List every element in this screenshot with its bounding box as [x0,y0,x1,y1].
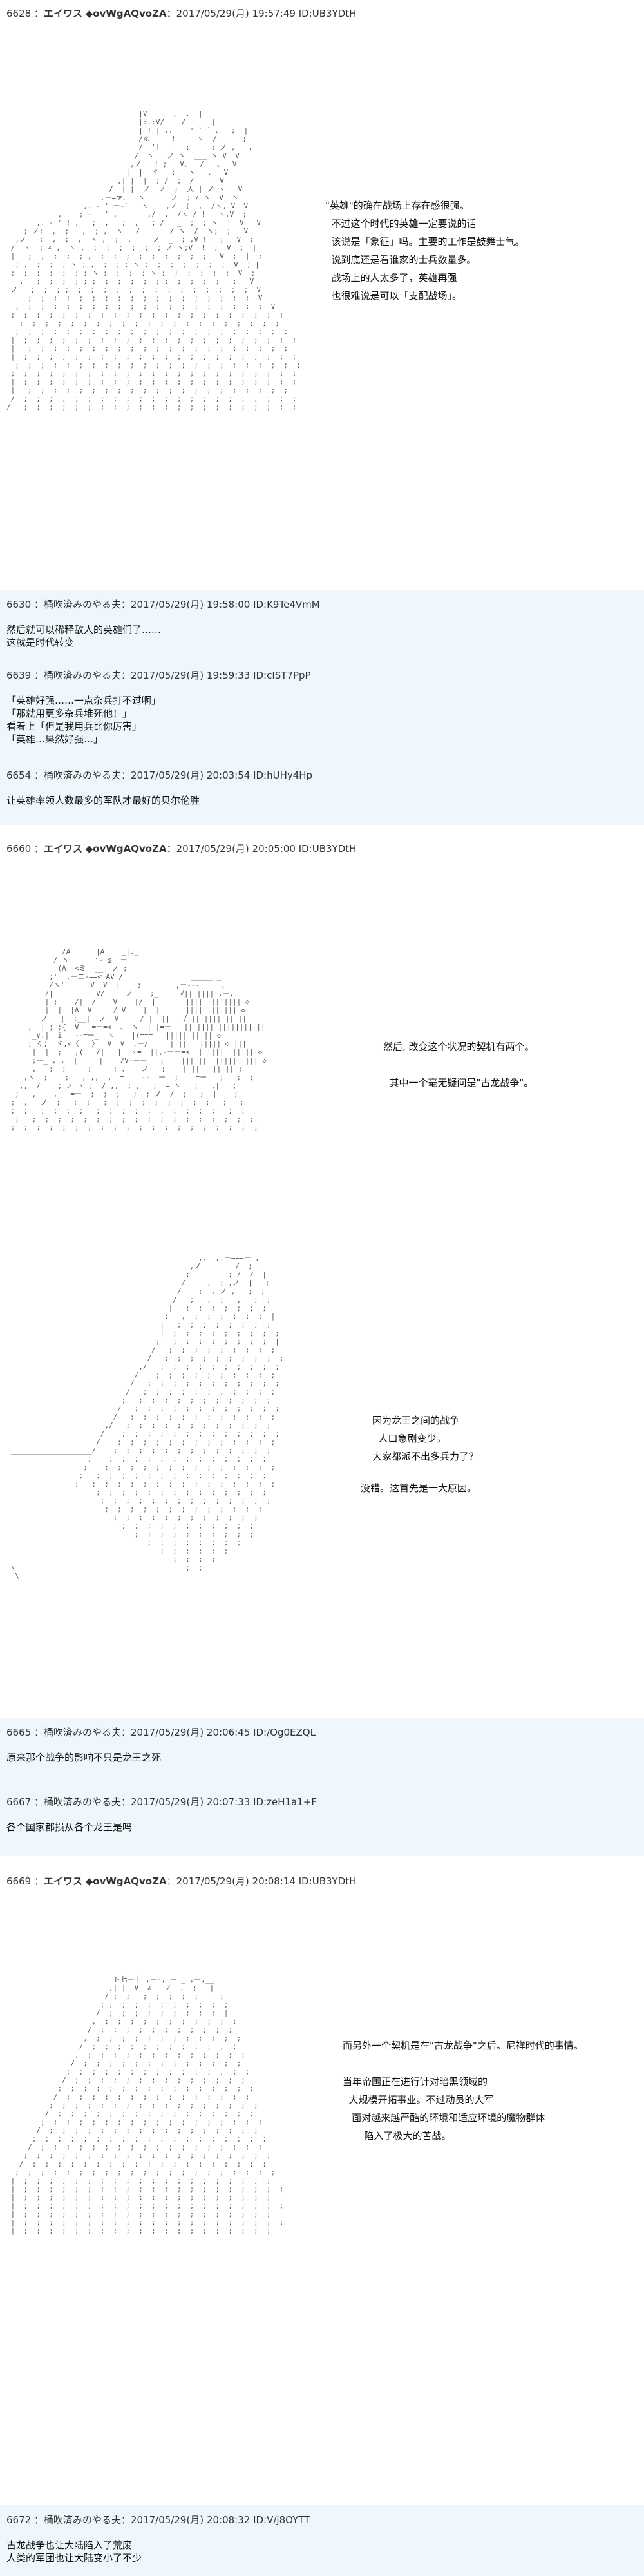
post-date: 2017/05/29(月) 20:06:45 ID:/Og0EZQL [131,1727,316,1738]
poster-name: ：桶吹済みのやる夫 [33,599,121,610]
post-6672: 6672 ：桶吹済みのやる夫：2017/05/29(月) 20:08:32 ID… [0,2505,644,2576]
speech-text-3: 没错。这首先是一大原因。 [361,1482,477,1494]
poster-trip: ◆ovWgAQvoZA [85,8,167,19]
post-body: 原来那个战争的影响不只是龙王之死 [6,1752,162,1763]
post-6667: 6667 ：桶吹済みのやる夫：2017/05/29(月) 20:07:33 ID… [0,1787,644,1856]
post-header: 6665 ：桶吹済みのやる夫：2017/05/29(月) 20:06:45 ID… [6,1727,316,1738]
post-date: 2017/05/29(月) 19:59:33 ID:cIST7PpP [131,670,311,681]
post-header: 6667 ：桶吹済みのやる夫：2017/05/29(月) 20:07:33 ID… [6,1796,317,1808]
post-number[interactable]: 6654 [6,770,32,781]
post-body: 「英雄好强……一点杂兵打不过啊」 「那就用更多杂兵堆死他！」 看着上「但是我用兵… [6,695,162,745]
speech-text-2: 因为龙王之间的战争 人口急剧变少。 大家都派不出多兵力了？ [372,1415,479,1462]
post-date: 2017/05/29(月) 20:08:32 ID:V/j8OYTT [131,2514,310,2526]
post-body: 让英雄率领人数最多的军队才最好的贝尔伦胜 [6,795,200,806]
ascii-art-2: ,. ,.ー===ー , ,ノ / ; | ; ; / / | / , ; ,ノ… [10,1254,284,1580]
post-header: 6654 ：桶吹済みのやる夫：2017/05/29(月) 20:03:54 ID… [6,770,313,781]
post-number[interactable]: 6660 [6,843,32,855]
post-date: 2017/05/29(月) 19:58:00 ID:K9Te4VmM [131,599,320,610]
post-body: 各个国家都损从各个龙王是吗 [6,1821,133,1833]
speech-text: "英雄"的确在战场上存在感很强。 不过这个时代的英雄一定要说的话 该说是「象征」… [325,200,525,302]
ascii-art: |V , . | |:.:V/ / | | ! | .. ' ` ` 、 ; |… [6,110,301,411]
post-header: 6628 ：エイワス ◆ovWgAQvoZA：2017/05/29(月) 19:… [6,8,357,19]
speech-text-1: 然后, 改变这个状况的契机有两个。 其中一个毫无疑问是"古龙战争"。 [383,1041,535,1089]
poster-name: ：桶吹済みのやる夫 [33,2514,121,2526]
ascii-art: /A |A _|._ / ヽ ‘- ≦ _ー (A <ミ __ ノ ; ;' ,… [10,947,267,1132]
post-header: 6639 ：桶吹済みのやる夫：2017/05/29(月) 19:59:33 ID… [6,670,311,681]
post-header: 6660 ：エイワス ◆ovWgAQvoZA：2017/05/29(月) 20:… [6,843,357,855]
poster-name: エイワス [43,8,82,19]
ascii-art: ト七ー十 ,ー-, ー=_ ,ー,__ ,| | V ∠ ノ , ; | / ;… [10,1975,284,2235]
post-number[interactable]: 6665 [6,1727,32,1738]
post-number[interactable]: 6628 [6,8,32,19]
post-number[interactable]: 6630 [6,599,32,610]
post-date: 2017/05/29(月) 20:03:54 ID:hUHy4Hp [131,770,313,781]
post-6665: 6665 ：桶吹済みのやる夫：2017/05/29(月) 20:06:45 ID… [0,1718,644,1787]
poster-name: ：桶吹済みのやる夫 [33,670,121,681]
poster-name: エイワス [43,1875,82,1887]
poster-trip: ◆ovWgAQvoZA [85,843,167,855]
poster-name: ：桶吹済みのやる夫 [33,1796,121,1808]
speech-text: 而另外一个契机是在"古龙战争"之后。尼祥时代的事情。 当年帝国正在进行针对暗黑领… [343,2040,583,2142]
post-number[interactable]: 6639 [6,670,32,681]
post-header: 6630 ：桶吹済みのやる夫：2017/05/29(月) 19:58:00 ID… [6,599,320,610]
poster-name: エイワス [43,843,82,855]
post-header: 6672 ：桶吹済みのやる夫：2017/05/29(月) 20:08:32 ID… [6,2514,310,2526]
poster-trip: ◆ovWgAQvoZA [85,1875,167,1887]
post-6660: 6660 ：エイワス ◆ovWgAQvoZA：2017/05/29(月) 20:… [0,825,644,1718]
post-6628: 6628 ：エイワス ◆ovWgAQvoZA：2017/05/29(月) 19:… [0,0,644,590]
post-date: 2017/05/29(月) 20:05:00 ID:UB3YDtH [176,843,357,855]
post-6630: 6630 ：桶吹済みのやる夫：2017/05/29(月) 19:58:00 ID… [0,590,644,661]
post-number[interactable]: 6669 [6,1875,32,1887]
post-6669: 6669 ：エイワス ◆ovWgAQvoZA：2017/05/29(月) 20:… [0,1856,644,2505]
post-date: 2017/05/29(月) 20:08:14 ID:UB3YDtH [176,1875,357,1887]
post-6639: 6639 ：桶吹済みのやる夫：2017/05/29(月) 19:59:33 ID… [0,661,644,760]
post-date: 2017/05/29(月) 19:57:49 ID:UB3YDtH [176,8,357,19]
post-number[interactable]: 6672 [6,2514,32,2526]
post-header: 6669 ：エイワス ◆ovWgAQvoZA：2017/05/29(月) 20:… [6,1875,357,1887]
poster-name: ：桶吹済みのやる夫 [33,1727,121,1738]
post-body: 古龙战争也让大陆陷入了荒废 人类的军团也让大陆变小了不少 [6,2539,142,2564]
post-number[interactable]: 6667 [6,1796,32,1808]
post-6654: 6654 ：桶吹済みのやる夫：2017/05/29(月) 20:03:54 ID… [0,760,644,825]
poster-name: ：桶吹済みのやる夫 [33,770,121,781]
post-body: 然后就可以稀释敌人的英雄们了…… 这就是时代转变 [6,624,162,648]
post-date: 2017/05/29(月) 20:07:33 ID:zeH1a1+F [131,1796,317,1808]
